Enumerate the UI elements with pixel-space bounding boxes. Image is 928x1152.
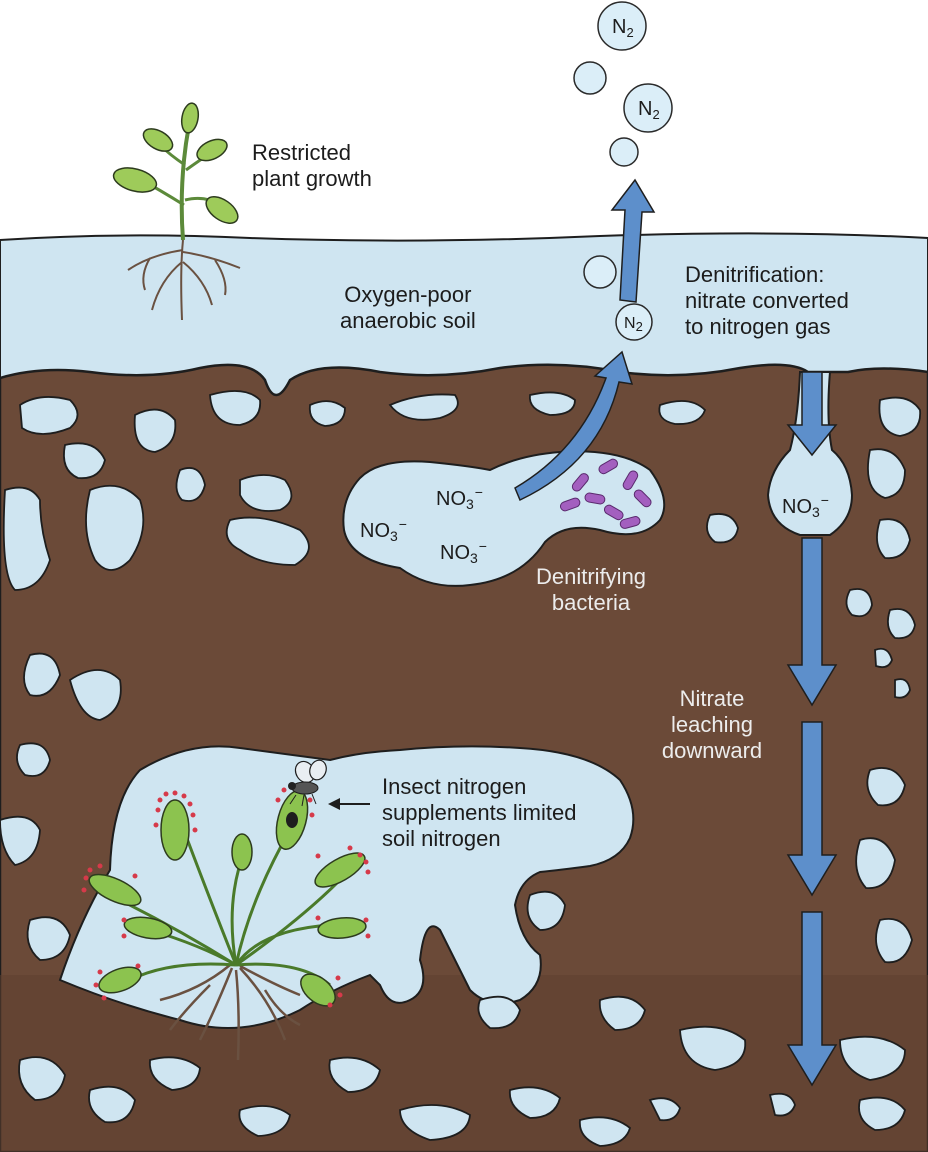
nitrate-label-2: NO3− <box>360 516 407 544</box>
restricted-growth-label: Restricted plant growth <box>252 140 372 192</box>
nitrate-label-leaching: NO3− <box>782 492 829 520</box>
denitrification-arrow <box>514 350 634 502</box>
svg-text:N2: N2 <box>612 16 634 40</box>
insect-pointer-arrow <box>328 798 370 810</box>
denitrification-label: Denitrification: nitrate converted to ni… <box>685 262 849 340</box>
soil-water-pores <box>0 390 922 1147</box>
bacteria-icon <box>560 458 652 529</box>
leaching-arrows <box>786 371 838 1087</box>
anaerobic-soil-line-2: anaerobic soil <box>340 308 476 333</box>
nitrogen-gas-labels: N2 N2 N2 <box>612 16 660 334</box>
nitrate-leaching-line-3: downward <box>661 738 763 763</box>
svg-text:N2: N2 <box>638 98 660 122</box>
denitrifying-bacteria-line-2: bacteria <box>551 590 631 615</box>
denitrification-line-1: Denitrification: <box>685 262 825 287</box>
seedling-icon <box>112 102 241 321</box>
insect-nitrogen-line-2: supplements limited <box>382 800 577 825</box>
sundew-water-pocket <box>58 745 635 1029</box>
bubble-icon <box>573 1 673 341</box>
nitrate-leaching-line-2: leaching <box>671 712 753 737</box>
insect-nitrogen-line-1: Insect nitrogen <box>382 774 527 799</box>
nitrate-label-1: NO3− <box>436 484 483 512</box>
denitrifying-bacteria-line-1: Denitrifying <box>536 564 647 589</box>
fly-icon <box>288 759 327 807</box>
surface-water-layer <box>0 232 928 401</box>
restricted-growth-line-1: Restricted <box>252 140 352 165</box>
anaerobic-soil-line-1: Oxygen-poor <box>344 282 472 307</box>
sundew-plant-icon <box>81 783 371 1061</box>
denitrification-line-3: to nitrogen gas <box>685 314 831 339</box>
svg-text:N2: N2 <box>624 315 643 334</box>
restricted-growth-line-2: plant growth <box>252 166 372 191</box>
denitrification-line-2: nitrate converted <box>685 288 849 313</box>
insect-nitrogen-line-3: soil nitrogen <box>382 826 501 851</box>
nitrate-leaching-label: Nitrate leaching downward <box>652 686 772 764</box>
nitrate-leaching-line-1: Nitrate <box>679 686 745 711</box>
insect-nitrogen-label: Insect nitrogen supplements limited soil… <box>382 774 576 852</box>
anaerobic-soil-label: Oxygen-poor anaerobic soil <box>340 282 476 334</box>
denitrifying-bacteria-label: Denitrifying bacteria <box>536 564 646 616</box>
nitrate-label-3: NO3− <box>440 538 487 566</box>
nitrogen-gas-release-arrow <box>610 178 656 303</box>
